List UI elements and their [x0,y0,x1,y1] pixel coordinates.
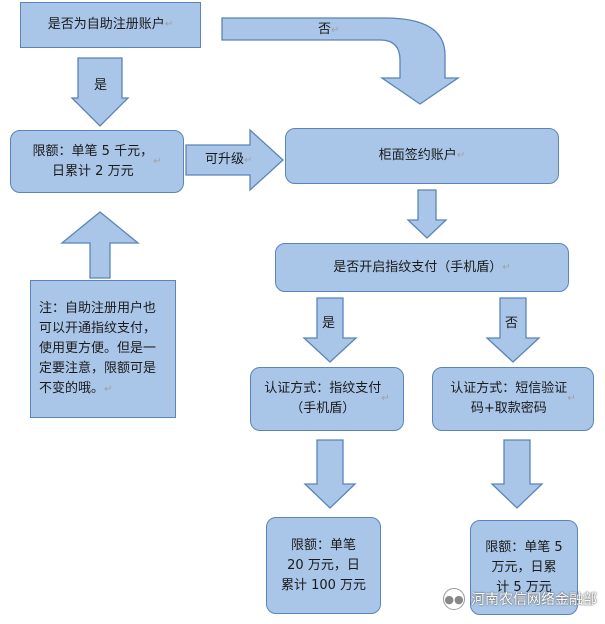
arrow-finger-yes [302,297,358,363]
arrow-note-up [60,211,140,279]
arrow-auth-sms-down [490,439,544,509]
arrow-upgrade [185,128,284,192]
label-start-yes: 是 [94,78,108,93]
node-auth-fingerprint: 认证方式：指纹支付 （手机盾）↵ [250,367,404,431]
label-upgrade: 可升级↵ [205,152,253,167]
arrow-counter-down [406,189,448,239]
wechat-icon: ●● [443,588,465,610]
node-fingerprint-question: 是否开启指纹支付（手机盾）↵ [275,243,569,292]
node-note: 注：自助注册用户也可以开通指纹支付，使用更方便。但是一定要注意，限额可是不变的哦… [30,280,176,418]
watermark: ●● 河南农信网络金融部 [443,588,597,610]
node-auth-sms: 认证方式：短信验证 码+取款密码↵ [432,367,594,431]
node-counter: 柜面签约账户↵ [285,128,559,184]
label-start-no: 否↵ [318,22,340,37]
arrow-start-no [221,17,461,105]
node-limit-sms: 限额：单笔 5 万元，日累 计 5 万元 [470,520,578,615]
arrow-auth-finger-down [303,439,357,509]
arrow-finger-no [485,297,541,363]
node-limit-self: 限额：单笔 5 千元， 日累计 2 万元↵ [10,130,184,193]
label-finger-yes: 是 [322,316,336,331]
watermark-text: 河南农信网络金融部 [471,592,597,608]
node-start: 是否为自助注册账户↵ [20,2,201,48]
arrow-start-yes [70,57,130,127]
label-finger-no: 否 [505,316,519,331]
node-limit-fingerprint: 限额：单笔 20 万元，日 累计 100 万元 [266,517,381,614]
